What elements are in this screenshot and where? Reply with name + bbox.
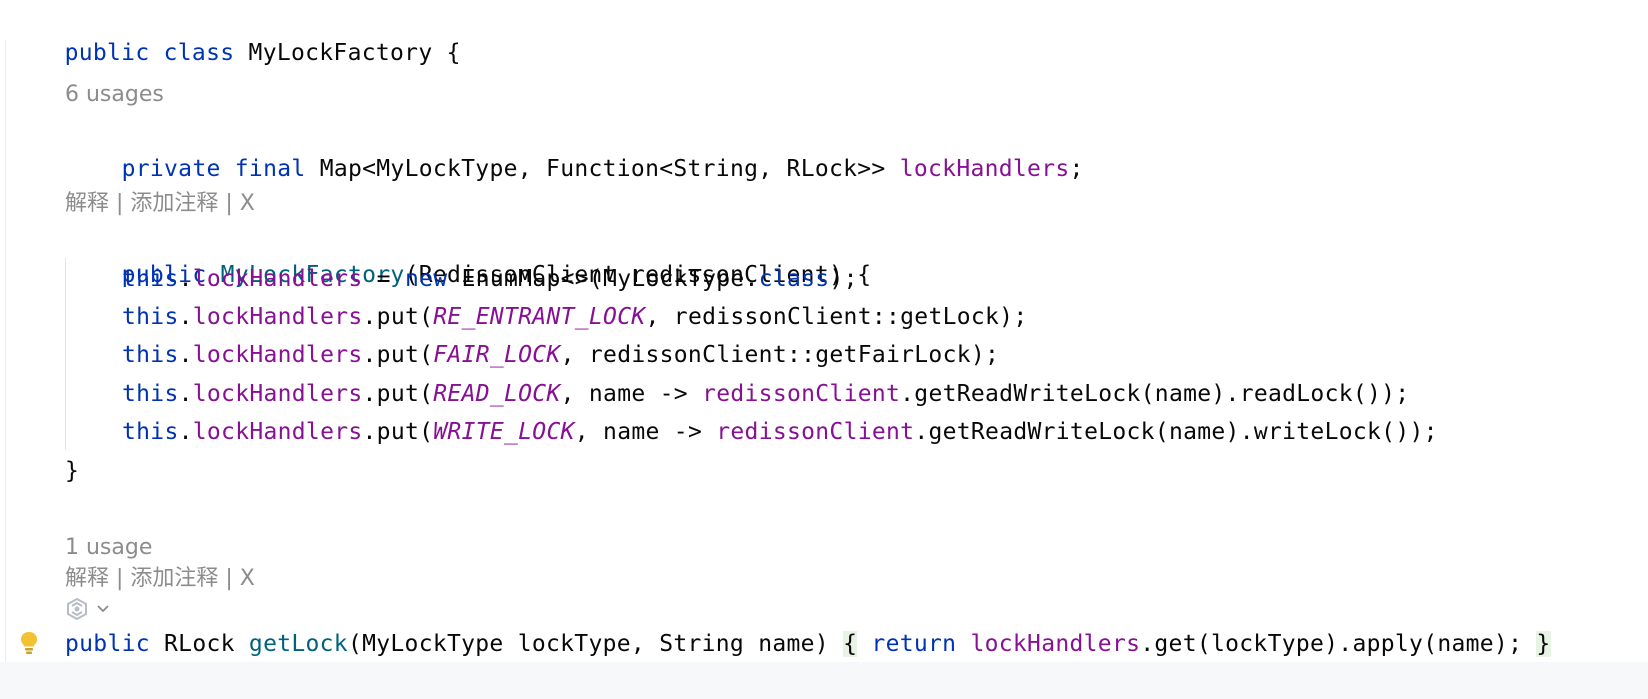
method-ref: , redissonClient::getFairLock); bbox=[560, 342, 1000, 368]
indent-guide bbox=[65, 258, 66, 450]
field-ref: lockHandlers bbox=[192, 342, 363, 368]
keyword-this: this bbox=[122, 419, 179, 445]
close-brace: } bbox=[65, 458, 80, 484]
constant-reentrant-lock: RE_ENTRANT_LOCK bbox=[433, 304, 646, 330]
field-type: Map<MyLockType, Function<String, RLock>> bbox=[319, 156, 900, 182]
keyword-this: this bbox=[122, 266, 179, 292]
apply-call: .get(lockType).apply(name); bbox=[1140, 631, 1537, 657]
open-brace: { bbox=[843, 631, 858, 657]
keyword-public: public bbox=[64, 40, 150, 66]
constant-read-lock: READ_LOCK bbox=[433, 381, 561, 407]
code-line-getlock-method[interactable]: public RLock getLock(MyLockType lockType… bbox=[65, 627, 1551, 661]
constant-fair-lock: FAIR_LOCK bbox=[433, 342, 561, 368]
field-lockhandlers: lockHandlers bbox=[899, 156, 1070, 182]
semicolon: ; bbox=[1069, 156, 1084, 182]
put-call: .put( bbox=[362, 381, 434, 407]
constant-write-lock: WRITE_LOCK bbox=[433, 419, 575, 445]
usages-hint-bottom[interactable]: 1 usage bbox=[65, 535, 153, 560]
constructor-params: (RedissonClient redissonClient) { bbox=[404, 262, 872, 288]
assign: = bbox=[362, 266, 405, 292]
code-line-enummap-init[interactable]: this.lockHandlers = new EnumMap<>(MyLock… bbox=[122, 262, 858, 296]
keyword-class: class bbox=[758, 266, 830, 292]
writelock-call: .getReadWriteLock(name).writeLock()); bbox=[914, 419, 1438, 445]
close-brace: } bbox=[1536, 631, 1551, 657]
keyword-return: return bbox=[871, 631, 957, 657]
captured-var: redissonClient bbox=[702, 381, 901, 407]
method-getlock: getLock bbox=[248, 631, 348, 657]
code-line-put-write[interactable]: this.lockHandlers.put(WRITE_LOCK, name -… bbox=[122, 415, 1438, 449]
lambda: , name -> bbox=[574, 419, 717, 445]
field-ref: lockHandlers bbox=[192, 419, 363, 445]
keyword-private: private bbox=[121, 156, 221, 182]
return-type: RLock bbox=[149, 631, 249, 657]
dot: . bbox=[178, 419, 193, 445]
code-line-field-declaration[interactable]: private final Map<MyLockType, Function<S… bbox=[65, 118, 1084, 182]
enummap-expr: EnumMap<>(MyLockType. bbox=[447, 266, 759, 292]
keyword-this: this bbox=[122, 304, 179, 330]
close-paren: ); bbox=[829, 266, 858, 292]
put-call: .put( bbox=[362, 304, 434, 330]
dot: . bbox=[178, 304, 193, 330]
keyword-new: new bbox=[404, 266, 448, 292]
lambda: , name -> bbox=[560, 381, 703, 407]
ai-assistant-icon[interactable] bbox=[64, 597, 90, 621]
lightbulb-icon[interactable] bbox=[18, 630, 40, 658]
keyword-public: public bbox=[121, 262, 207, 288]
field-ref: lockHandlers bbox=[970, 631, 1141, 657]
code-line-class-declaration[interactable]: public class MyLockFactory { bbox=[8, 2, 461, 66]
class-name: MyLockFactory { bbox=[248, 40, 461, 66]
keyword-this: this bbox=[122, 342, 179, 368]
code-line-put-read[interactable]: this.lockHandlers.put(READ_LOCK, name ->… bbox=[122, 377, 1409, 411]
keyword-this: this bbox=[122, 381, 179, 407]
chevron-down-icon[interactable] bbox=[94, 600, 112, 618]
code-line-constructor[interactable]: public MyLockFactory(RedissonClient redi… bbox=[65, 224, 872, 288]
dot: . bbox=[178, 381, 193, 407]
method-params: (MyLockType lockType, String name) bbox=[347, 631, 844, 657]
code-line-close-brace[interactable]: } bbox=[65, 454, 79, 488]
keyword-final: final bbox=[234, 156, 306, 182]
field-ref: lockHandlers bbox=[192, 304, 363, 330]
code-line-put-reentrant[interactable]: this.lockHandlers.put(RE_ENTRANT_LOCK, r… bbox=[122, 300, 1027, 334]
keyword-class: class bbox=[163, 40, 235, 66]
method-ref: , redissonClient::getLock); bbox=[645, 304, 1028, 330]
readlock-call: .getReadWriteLock(name).readLock()); bbox=[900, 381, 1410, 407]
dot: . bbox=[178, 342, 193, 368]
keyword-public: public bbox=[65, 631, 150, 657]
dot: . bbox=[178, 266, 193, 292]
field-ref: lockHandlers bbox=[192, 266, 363, 292]
captured-var: redissonClient bbox=[716, 419, 915, 445]
ai-annotate-hint-getlock[interactable]: 解释 | 添加注释 | X bbox=[65, 566, 255, 591]
put-call: .put( bbox=[362, 419, 434, 445]
left-gutter-guide bbox=[5, 40, 6, 680]
code-line-put-fair[interactable]: this.lockHandlers.put(FAIR_LOCK, redisso… bbox=[122, 338, 999, 372]
bottom-strip bbox=[0, 662, 1648, 699]
usages-hint-top[interactable]: 6 usages bbox=[65, 82, 164, 107]
put-call: .put( bbox=[362, 342, 434, 368]
ai-annotate-hint-constructor[interactable]: 解释 | 添加注释 | X bbox=[65, 191, 255, 216]
field-ref: lockHandlers bbox=[192, 381, 363, 407]
constructor-name: MyLockFactory bbox=[220, 262, 405, 288]
